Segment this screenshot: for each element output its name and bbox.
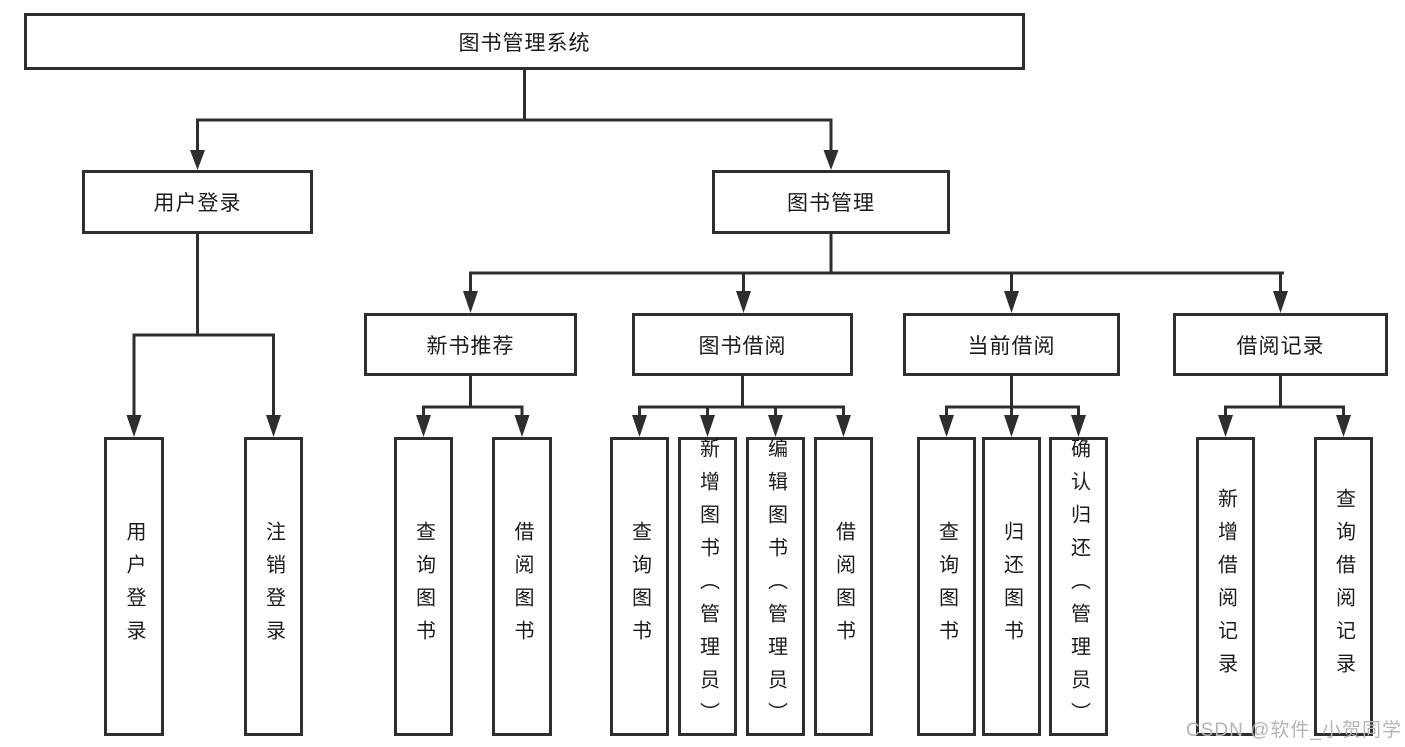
node-label: 用户登录	[123, 520, 145, 653]
node-label: 新增图书（管理员）	[696, 438, 719, 735]
node-book-borrowing: 图书借阅	[632, 313, 853, 376]
node-current-borrowing: 当前借阅	[903, 313, 1120, 376]
node-label: 查询借阅记录	[1332, 487, 1355, 686]
node-user-login: 用户登录	[82, 170, 313, 234]
node-leaf-cb-return-books: 归还图书	[982, 437, 1041, 736]
node-label: 借阅图书	[832, 520, 855, 653]
node-leaf-cb-confirm-return-admin: 确认归还（管理员）	[1049, 437, 1108, 736]
node-leaf-logout: 注销登录	[244, 437, 303, 736]
node-label: 查询图书	[628, 520, 651, 653]
node-leaf-bb-add-books-admin: 新增图书（管理员）	[678, 437, 737, 736]
node-label: 新增借阅记录	[1214, 487, 1237, 686]
node-label: 图书管理	[787, 192, 875, 215]
connector-borrow-records-children	[1218, 375, 1351, 437]
node-leaf-user-login: 用户登录	[104, 437, 164, 736]
connector-book-mgmt-sections	[463, 233, 1288, 313]
node-leaf-nb-query-books: 查询图书	[394, 437, 453, 736]
node-leaf-br-query-record: 查询借阅记录	[1314, 437, 1373, 736]
node-label: 借阅记录	[1236, 334, 1325, 358]
node-label: 查询图书	[935, 520, 958, 653]
node-label: 确认归还（管理员）	[1067, 438, 1090, 735]
csdn-watermark: CSDN @软件_小贺同学	[1186, 720, 1402, 741]
connector-current-borrow-children	[939, 375, 1086, 437]
node-label: 注销登录	[262, 520, 285, 653]
node-book-management: 图书管理	[712, 170, 950, 234]
node-leaf-br-add-record: 新增借阅记录	[1196, 437, 1255, 736]
node-leaf-nb-borrow-books: 借阅图书	[492, 437, 552, 736]
node-label: 归还图书	[1000, 520, 1023, 653]
connector-root-to-level2	[190, 70, 839, 170]
node-label: 借阅图书	[511, 520, 533, 653]
node-label: 当前借阅	[967, 334, 1056, 358]
node-leaf-bb-borrow-books: 借阅图书	[814, 437, 873, 736]
connector-book-borrow-children	[632, 375, 851, 437]
connector-new-books-children	[416, 375, 530, 437]
node-borrowing-records: 借阅记录	[1173, 313, 1388, 376]
node-label: 图书管理系统	[458, 31, 591, 55]
node-label: 编辑图书（管理员）	[764, 438, 787, 735]
node-library-management-system: 图书管理系统	[24, 13, 1025, 70]
node-label: 图书借阅	[698, 334, 787, 358]
node-label: 新书推荐	[426, 334, 515, 358]
node-leaf-cb-query-books: 查询图书	[917, 437, 976, 736]
node-leaf-bb-edit-books-admin: 编辑图书（管理员）	[746, 437, 805, 736]
node-leaf-bb-query-books: 查询图书	[610, 437, 669, 736]
node-new-book-recommend: 新书推荐	[364, 313, 577, 376]
node-label: 查询图书	[412, 520, 435, 653]
connector-user-login-children	[126, 233, 281, 437]
node-label: 用户登录	[153, 192, 242, 215]
